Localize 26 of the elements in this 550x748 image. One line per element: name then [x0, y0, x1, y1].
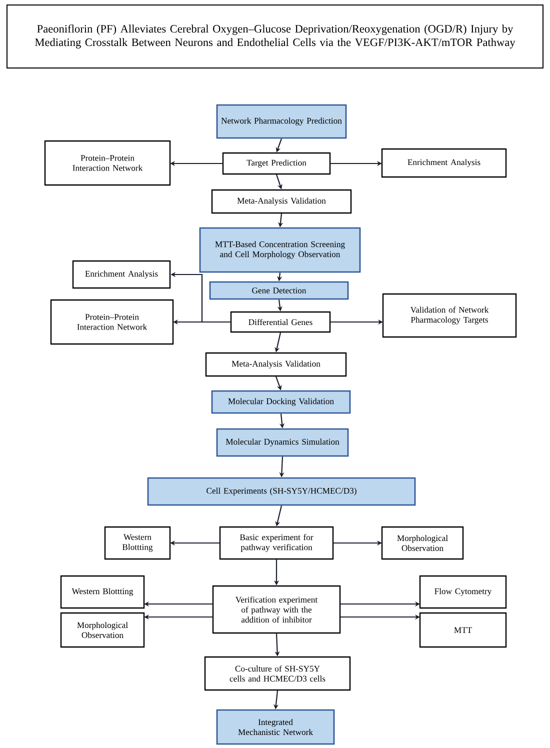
result-box: Meta-Analysis Validation	[205, 352, 347, 377]
title-box: Paeoniflorin (PF) Alleviates Cerebral Oxygen–Glucose Deprivation/Reoxygenation (OGD/R) Injury by Mediating Crosstalk Between Neurons and Endothelial Cells via the VEGF/PI3K-AKT/mTOR Pathway	[6, 4, 544, 68]
result-box: Western Blottting	[60, 575, 145, 609]
result-box: Enrichment Analysis	[381, 148, 507, 178]
result-box: MTT	[419, 612, 507, 648]
result-box: Verification experiment of pathway with the addition of inhibitor	[212, 585, 341, 634]
result-box: Morphological Observation	[381, 526, 464, 560]
result-box: Protein–Protein Interaction Network	[50, 299, 174, 345]
process-box: Gene Detection	[209, 281, 349, 300]
result-box: Morphological Observation	[60, 612, 145, 648]
result-box: Flow Cytometry	[419, 575, 507, 609]
process-box: Integrated Mechanistic Network	[216, 709, 335, 745]
result-box: Meta-Analysis Validation	[211, 189, 352, 214]
result-box: Validation of Network Pharmacology Targets	[382, 293, 517, 338]
result-box: Co-culture of SH-SY5Y cells and HCMEC/D3 cells	[204, 656, 351, 691]
process-box: Molecular Docking Validation	[211, 390, 351, 414]
result-box: Enrichment Analysis	[72, 260, 171, 289]
result-box: Basic experiment for pathway verification	[219, 526, 334, 560]
process-box: Molecular Dynamics Simulation	[216, 428, 349, 457]
result-box: Differential Genes	[230, 311, 331, 333]
result-box: Western Blottting	[104, 526, 171, 560]
process-box: Cell Experiments (SH-SY5Y/HCMEC/D3)	[147, 477, 416, 506]
process-box: Network Pharmacology Prediction	[216, 104, 347, 139]
process-box: MTT-Based Concentration Screening and Cell Morphology Observation	[199, 227, 361, 273]
result-box: Protein–Protein Interaction Network	[44, 140, 171, 186]
result-box: Target Prediction	[222, 152, 331, 175]
